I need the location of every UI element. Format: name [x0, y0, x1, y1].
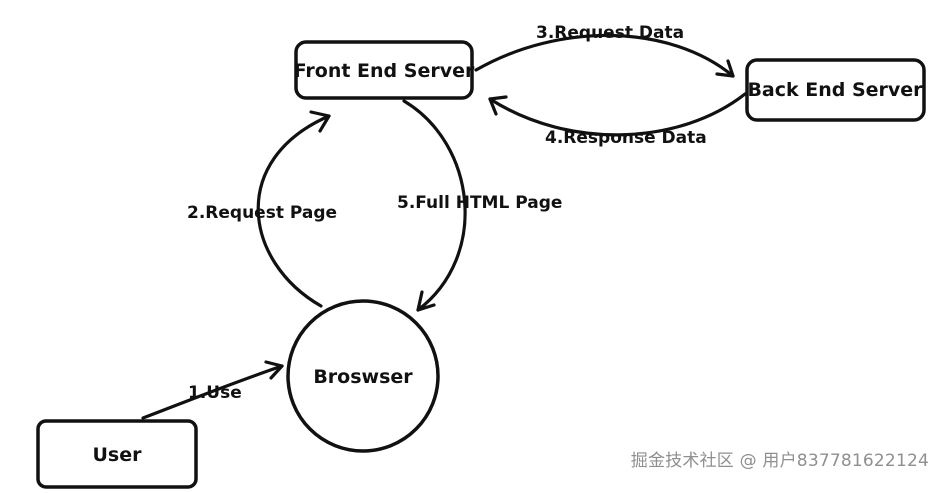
edge-response-data-label: 4.Response Data	[545, 128, 707, 148]
edge-response-data-line	[488, 92, 747, 137]
edge-response-data-arrowhead	[488, 95, 508, 116]
user-label: User	[93, 444, 143, 466]
browser-node: Broswser	[286, 299, 440, 453]
edge-request-data-arrowhead	[715, 59, 735, 78]
watermark-text: 掘金技术社区 @ 用户837781622124	[630, 451, 929, 471]
edge-request-page-arrowhead	[309, 110, 331, 133]
back-end-server-node: Back End Server	[745, 58, 926, 122]
edge-full-html-page-line	[402, 99, 467, 312]
edge-request-data: 3.Request Data	[474, 23, 735, 78]
edge-use-line	[141, 364, 284, 420]
back-end-server-label: Back End Server	[747, 79, 923, 101]
browser-label: Broswser	[313, 366, 413, 388]
edge-use-label: 1.Use	[188, 383, 242, 403]
edge-request-data-line	[474, 33, 735, 78]
edge-use-arrowhead	[264, 360, 284, 380]
edge-request-page-label: 2.Request Page	[187, 203, 337, 223]
edge-request-page: 2.Request Page	[187, 110, 337, 308]
edge-request-data-label: 3.Request Data	[536, 23, 684, 43]
front-end-server-node: Front End Server	[294, 40, 475, 100]
edge-response-data: 4.Response Data	[488, 92, 747, 148]
edge-request-page-line	[256, 114, 331, 308]
front-end-server-label: Front End Server	[294, 60, 475, 82]
user-node: User	[36, 419, 198, 489]
edge-use: 1.Use	[141, 360, 284, 420]
edge-full-html-page: 5.Full HTML Page	[397, 99, 562, 312]
edge-full-html-page-arrowhead	[416, 290, 436, 312]
edge-full-html-page-label: 5.Full HTML Page	[397, 193, 562, 213]
